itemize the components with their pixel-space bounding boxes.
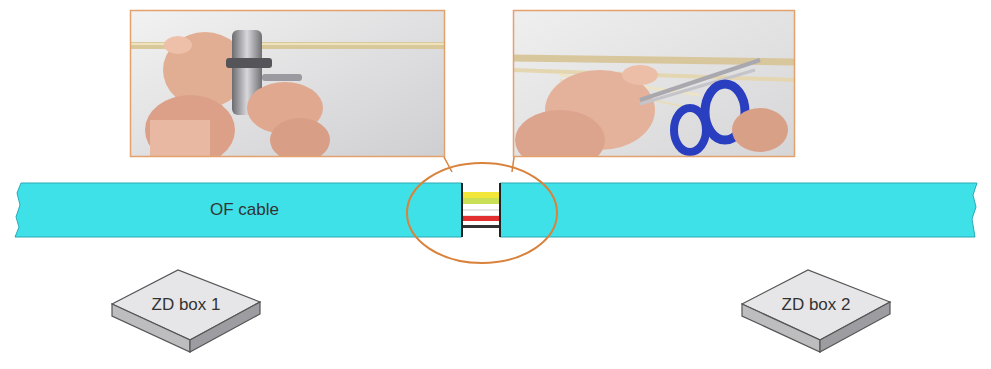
node-label: ZD box 1 <box>152 295 221 315</box>
photo-frame <box>131 11 445 157</box>
cable-band: OF cable <box>15 183 977 237</box>
zd-box: ZD box 2 <box>738 266 894 356</box>
node-label: OF cable <box>210 200 279 220</box>
node-label: ZD box 2 <box>782 295 851 315</box>
photo-frame <box>514 11 795 157</box>
stripping-photo <box>130 10 445 157</box>
zd-box: ZD box 1 <box>108 266 264 356</box>
leader-line <box>512 157 514 172</box>
cutting-photo <box>513 10 795 157</box>
cable-band-outline <box>15 183 977 237</box>
